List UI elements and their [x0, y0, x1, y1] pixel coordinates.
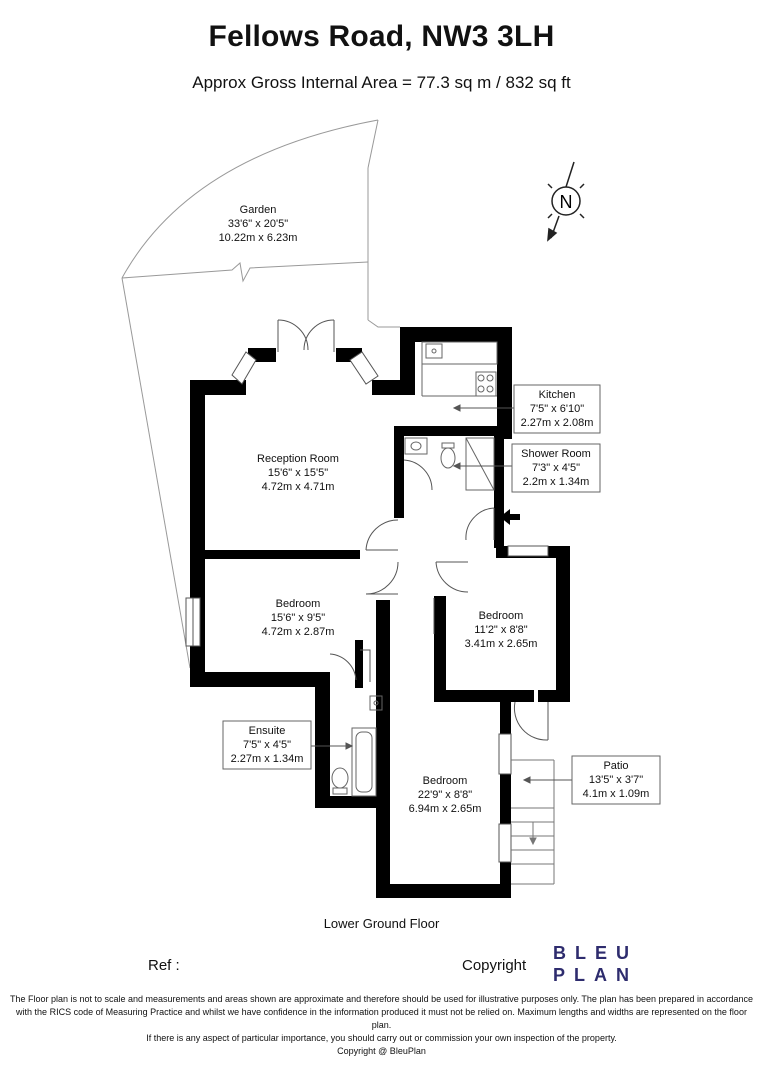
floor-label: Lower Ground Floor — [323, 916, 440, 931]
room-imperial: 15'6" x 15'5" — [267, 467, 329, 479]
room-label-reception: Reception Room 15'6" x 15'5" 4.72m x 4.7… — [238, 452, 358, 494]
room-name: Bedroom — [478, 610, 524, 622]
windows — [185, 351, 549, 863]
room-metric: 4.72m x 2.87m — [261, 626, 335, 638]
room-name: Bedroom — [422, 775, 468, 787]
logo-line-1: BLEU — [553, 943, 638, 963]
room-label-patio: Patio 13'5" x 3'7" 4.1m x 1.09m — [572, 759, 660, 801]
compass-icon — [547, 161, 585, 242]
ref-label: Ref : — [148, 957, 180, 974]
label-boxes — [222, 384, 661, 805]
room-metric: 4.1m x 1.09m — [582, 788, 650, 800]
room-label-garden: Garden 33'6" x 20'5" 10.22m x 6.23m — [200, 203, 316, 245]
room-metric: 3.41m x 2.65m — [464, 638, 538, 650]
room-metric: 4.72m x 4.71m — [261, 481, 335, 493]
room-imperial: 15'6" x 9'5" — [270, 612, 326, 624]
leader-lines — [310, 404, 572, 784]
disclaimer-line-2: with the RICS code of Measuring Practice… — [16, 1007, 747, 1030]
room-name: Garden — [239, 204, 277, 216]
room-imperial: 7'5" x 4'5" — [242, 739, 292, 751]
room-name: Kitchen — [538, 389, 576, 401]
entrance-arrow-icon — [500, 509, 520, 525]
room-metric: 2.2m x 1.34m — [522, 476, 590, 488]
room-label-ensuite: Ensuite 7'5" x 4'5" 2.27m x 1.34m — [223, 724, 311, 766]
patio-area — [511, 759, 555, 885]
disclaimer-line-1: The Floor plan is not to scale and measu… — [9, 994, 754, 1004]
logo-line-2: PLAN — [553, 965, 638, 985]
compass-label: N — [560, 192, 573, 212]
room-label-shower-room: Shower Room 7'3" x 4'5" 2.2m x 1.34m — [512, 447, 600, 489]
french-doors — [277, 319, 335, 352]
door-swings — [329, 459, 549, 741]
room-name: Shower Room — [521, 448, 591, 460]
room-metric: 10.22m x 6.23m — [218, 232, 298, 244]
bleuplan-logo: BLEU PLAN — [553, 942, 638, 986]
room-imperial: 33'6" x 20'5" — [227, 218, 289, 230]
room-label-bedroom-2: Bedroom 11'2" x 8'8" 3.41m x 2.65m — [446, 609, 556, 651]
room-imperial: 11'2" x 8'8" — [474, 624, 528, 636]
room-label-bedroom-1: Bedroom 15'6" x 9'5" 4.72m x 2.87m — [240, 597, 356, 639]
disclaimer-line-4: Copyright @ BleuPlan — [337, 1046, 426, 1056]
room-metric: 2.27m x 2.08m — [520, 417, 594, 429]
room-imperial: 7'5" x 6'10" — [529, 403, 585, 415]
room-name: Bedroom — [275, 598, 321, 610]
room-name: Ensuite — [248, 725, 286, 737]
room-name: Patio — [603, 760, 629, 772]
fixtures — [331, 341, 498, 797]
room-name: Reception Room — [257, 453, 339, 465]
room-imperial: 22'9" x 8'8" — [417, 789, 473, 801]
disclaimer: The Floor plan is not to scale and measu… — [6, 993, 757, 1058]
disclaimer-line-3: If there is any aspect of particular imp… — [146, 1033, 617, 1043]
room-imperial: 13'5" x 3'7" — [588, 774, 644, 786]
gross-area: Approx Gross Internal Area = 77.3 sq m /… — [192, 73, 571, 92]
room-label-kitchen: Kitchen 7'5" x 6'10" 2.27m x 2.08m — [514, 388, 600, 430]
room-label-bedroom-3: Bedroom 22'9" x 8'8" 6.94m x 2.65m — [390, 774, 500, 816]
copyright-label: Copyright — [462, 957, 527, 974]
room-metric: 6.94m x 2.65m — [408, 803, 482, 815]
room-metric: 2.27m x 1.34m — [230, 753, 304, 765]
room-imperial: 7'3" x 4'5" — [531, 462, 581, 474]
garden-outline — [121, 119, 400, 669]
page-title: Fellows Road, NW3 3LH — [208, 20, 555, 53]
